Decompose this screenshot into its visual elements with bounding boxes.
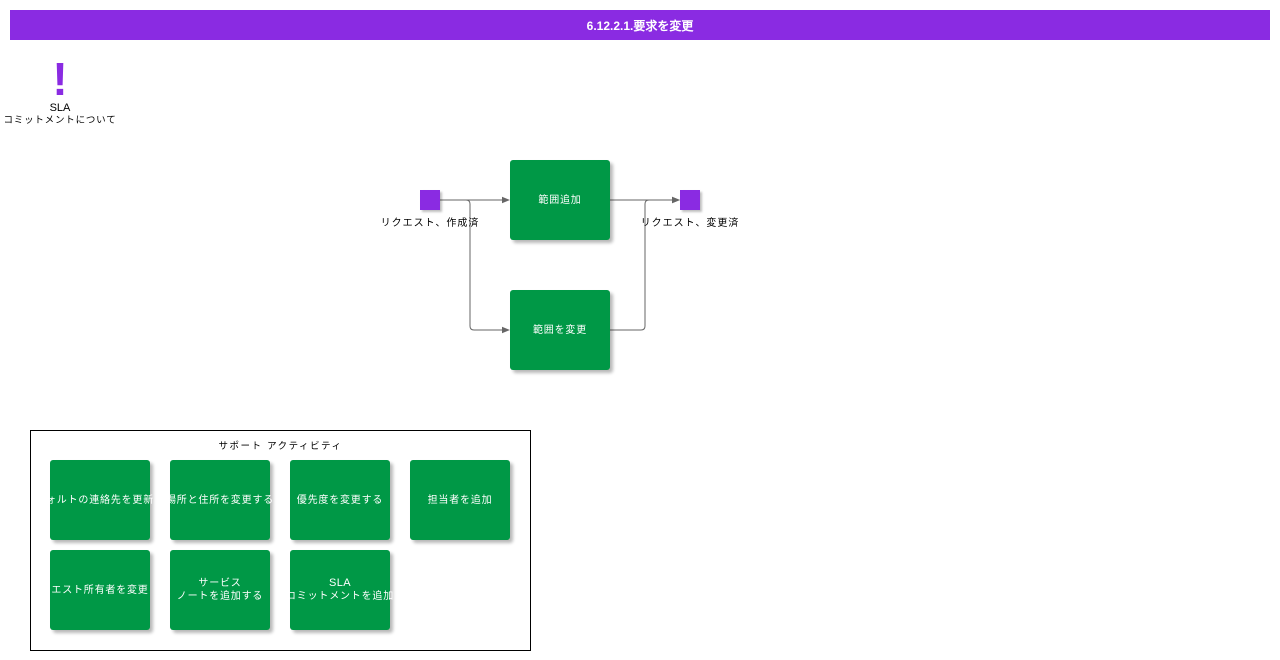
task-label-line2: ノートを追加する (176, 591, 264, 602)
sla-commitment-note[interactable]: ! SLA コミットメントについて (0, 56, 120, 128)
connector-start-to-change-scope (440, 199, 510, 334)
support-task-add-sla-commitment[interactable]: SLA コミットメントを追加 (286, 550, 393, 630)
support-activities-title: サポート アクティビティ (218, 441, 343, 452)
end-event-node[interactable] (680, 190, 700, 210)
support-task-add-service-note[interactable]: サービス ノートを追加する (170, 550, 270, 630)
task-label-line1: SLA (329, 577, 351, 589)
support-activities-group: サポート アクティビティ ォルトの連絡先を更新 場所と住所を変更する 優先度を変… (30, 430, 531, 651)
support-task-add-assignee[interactable]: 担当者を追加 (410, 460, 510, 540)
task-label: 優先度を変更する (296, 494, 384, 506)
task-add-scope[interactable]: 範囲追加 (510, 160, 610, 240)
start-event-node[interactable] (420, 190, 440, 210)
connector-change-scope-to-end (610, 196, 680, 331)
task-label: エスト所有者を変更 (51, 584, 149, 596)
support-task-change-location-address[interactable]: 場所と住所を変更する (166, 460, 273, 540)
task-label-line2: コミットメントを追加 (286, 591, 394, 602)
task-label: ォルトの連絡先を更新 (46, 494, 154, 506)
support-task-update-default-contact[interactable]: ォルトの連絡先を更新 (46, 460, 153, 540)
task-add-scope-label: 範囲追加 (538, 194, 582, 206)
page-title-bar: 6.12.2.1.要求を変更 (10, 10, 1270, 40)
task-label: 場所と住所を変更する (166, 494, 274, 506)
task-label-line1: サービス (198, 578, 242, 589)
task-label: 担当者を追加 (427, 494, 493, 506)
exclamation-icon: ! (52, 53, 68, 105)
sla-note-line1: SLA (49, 102, 71, 114)
task-change-scope[interactable]: 範囲を変更 (510, 290, 610, 370)
page-title: 6.12.2.1.要求を変更 (586, 18, 694, 33)
sla-note-line2: コミットメントについて (3, 115, 117, 126)
task-change-scope-label: 範囲を変更 (533, 324, 587, 336)
end-event-label: リクエスト、変更済 (640, 218, 740, 229)
support-task-change-request-owner[interactable]: エスト所有者を変更 (50, 550, 150, 630)
start-event-label: リクエスト、作成済 (380, 218, 480, 229)
support-task-change-priority[interactable]: 優先度を変更する (290, 460, 390, 540)
